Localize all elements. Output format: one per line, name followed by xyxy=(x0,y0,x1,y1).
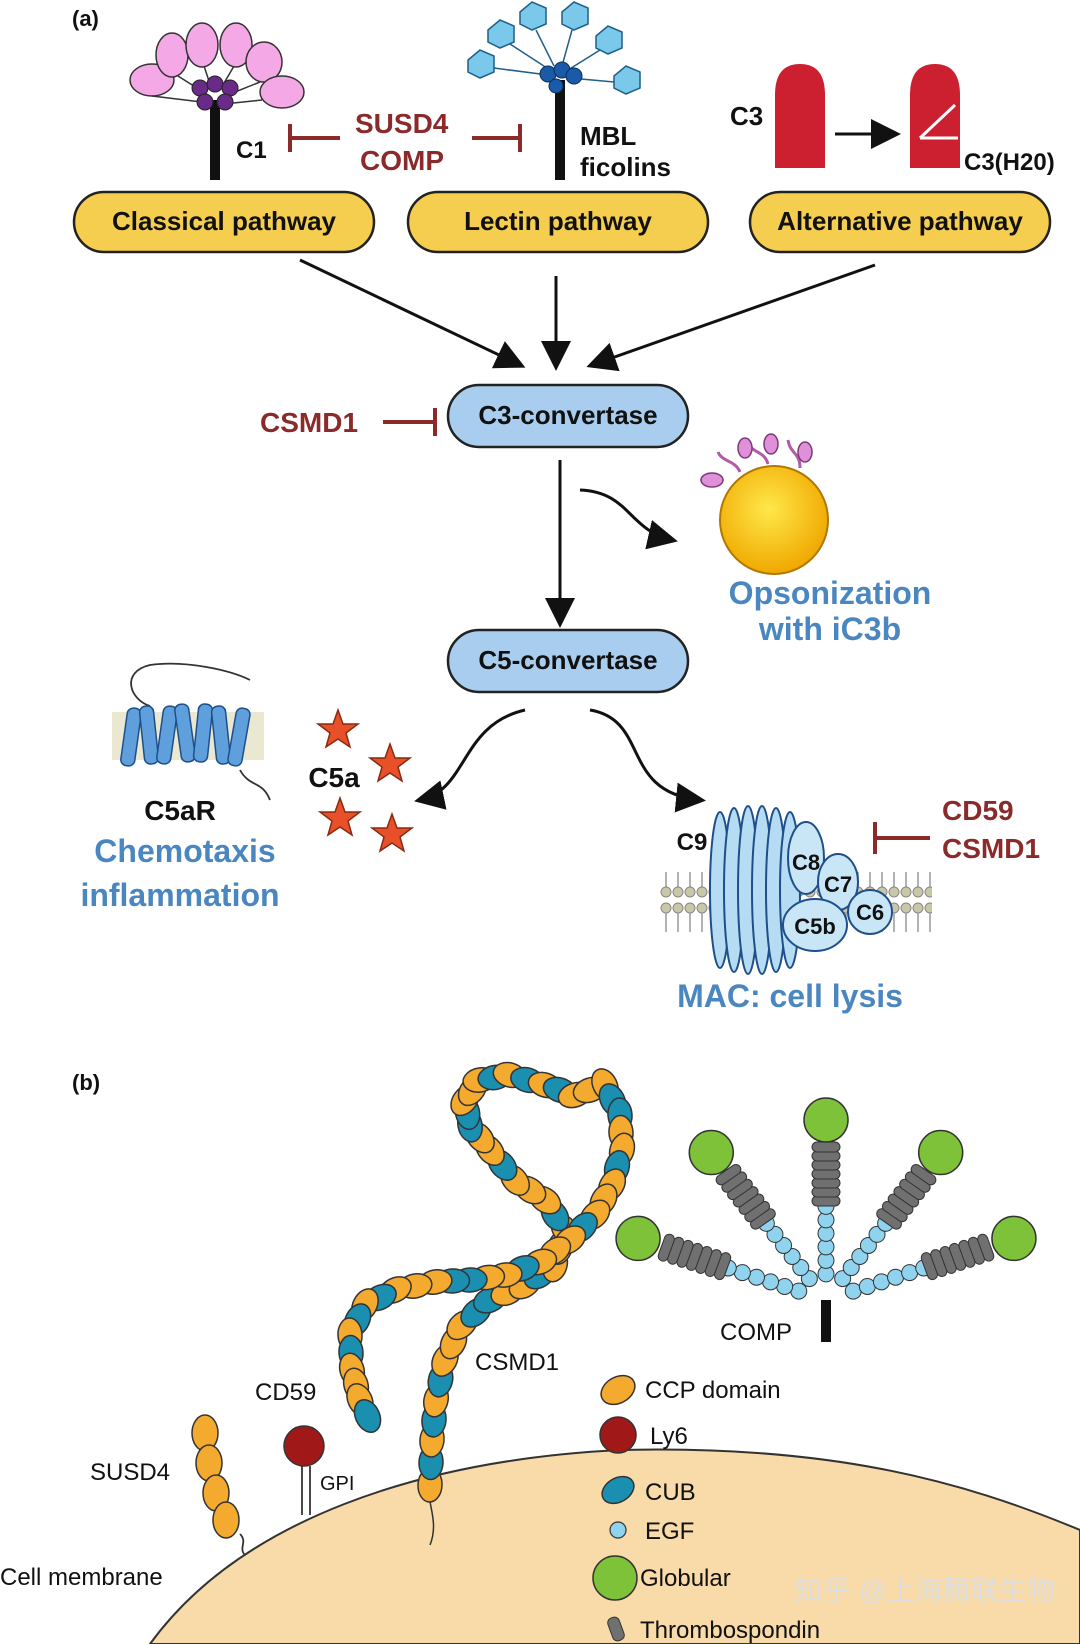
legend-globular-label: Globular xyxy=(640,1565,731,1592)
legend-ccp-swatch xyxy=(600,1374,636,1406)
pathway-converge-arrows xyxy=(299,258,876,372)
egf-domain-bead xyxy=(872,1273,890,1291)
mac-cell-lysis-label: MAC: cell lysis xyxy=(677,978,903,1014)
star-icon xyxy=(317,795,363,837)
panel-b-label: (b) xyxy=(72,1070,100,1095)
opsonization-label-line2: with iC3b xyxy=(758,611,901,647)
c5-convertase-label: C5-convertase xyxy=(478,645,657,675)
globular-domain xyxy=(615,1215,661,1262)
c8-label: C8 xyxy=(792,850,820,875)
classical-pathway-label: Classical pathway xyxy=(112,206,337,236)
c5a-arrow xyxy=(414,708,526,810)
mac-inhibition-bar xyxy=(873,822,930,854)
legend-ly6-label: Ly6 xyxy=(650,1423,688,1450)
cd59-inhibitor-label: CD59 xyxy=(942,795,1014,826)
susd4-inhibitor-label: SUSD4 xyxy=(355,108,449,139)
panel-a-label: (a) xyxy=(72,6,99,31)
csmd1-inhibitor-label: CSMD1 xyxy=(260,407,358,438)
opsonization-label-line1: Opsonization xyxy=(729,575,932,611)
thrombospondin-repeat xyxy=(910,1164,937,1186)
lectin-pathway-pill xyxy=(406,190,710,254)
mac-complex-icon xyxy=(709,805,893,975)
legend-globular-swatch xyxy=(592,1555,638,1601)
susd4-molecule-icon xyxy=(191,1414,246,1556)
comp-inhibitor-label: COMP xyxy=(360,145,444,176)
star-icon xyxy=(315,707,361,749)
opsonization-arrow xyxy=(579,488,678,550)
c5-convertase-pill xyxy=(446,628,690,694)
csmd1-mac-inhibitor-label: CSMD1 xyxy=(942,833,1040,864)
opsonized-pathogen-icon xyxy=(700,433,829,575)
csmd1-label: CSMD1 xyxy=(475,1349,559,1376)
legend-ly6-swatch xyxy=(599,1416,637,1454)
c1-molecule-icon xyxy=(129,22,305,180)
c7-label: C7 xyxy=(824,872,852,897)
globular-domain xyxy=(803,1097,849,1143)
mbl-label: MBL xyxy=(580,121,636,151)
c5ar-receptor-icon xyxy=(112,662,271,801)
egf-domain-bead xyxy=(858,1277,876,1295)
comp-molecule-icon xyxy=(615,1097,1037,1342)
thrombospondin-repeat xyxy=(715,1164,742,1186)
cell-membrane-label: Cell membrane xyxy=(0,1564,163,1591)
legend-thrombospondin-swatch xyxy=(607,1616,625,1642)
legend-egf-swatch xyxy=(609,1521,627,1539)
chemotaxis-label-line2: inflammation xyxy=(80,877,279,913)
globular-domain xyxy=(991,1215,1037,1262)
watermark: 知乎 @上海酶联生物 xyxy=(795,1575,1055,1606)
chemotaxis-label-line1: Chemotaxis xyxy=(94,833,275,869)
susd4-label: SUSD4 xyxy=(90,1459,170,1486)
c3-convertase-pill xyxy=(446,383,690,449)
c3-molecule-icon xyxy=(775,64,825,168)
egf-domain-bead xyxy=(776,1277,794,1295)
lectin-pathway-label: Lectin pathway xyxy=(464,206,652,236)
thrombospondin-repeat xyxy=(657,1233,675,1262)
c1-label: C1 xyxy=(236,137,267,164)
globular-domain xyxy=(917,1129,964,1176)
c3-convertase-label: C3-convertase xyxy=(478,400,657,430)
c5ar-label: C5aR xyxy=(144,795,216,826)
legend-egf-label: EGF xyxy=(645,1518,694,1545)
thrombospondin-repeat xyxy=(811,1141,841,1153)
egf-domain-bead xyxy=(887,1268,905,1286)
globular-domain xyxy=(688,1129,735,1176)
egf-domain-bead xyxy=(844,1282,862,1300)
egf-domain-bead xyxy=(747,1268,765,1286)
legend-thrombospondin-label: Thrombospondin xyxy=(640,1617,820,1644)
cd59-molecule-icon xyxy=(283,1425,325,1515)
c3h20-label: C3(H20) xyxy=(964,149,1055,176)
legend-cub-label: CUB xyxy=(645,1479,696,1506)
thrombospondin-repeat xyxy=(977,1233,995,1262)
gpi-label: GPI xyxy=(320,1473,354,1495)
c3h20-molecule-icon xyxy=(910,64,960,168)
egf-domain-bead xyxy=(901,1264,919,1282)
csmd1-molecule-icon xyxy=(337,1061,636,1546)
cub-domain-bead xyxy=(353,1399,382,1433)
c5b-label: C5b xyxy=(794,914,836,939)
comp-label: COMP xyxy=(720,1319,792,1346)
mac-arrow xyxy=(589,708,706,813)
c9-label: C9 xyxy=(677,829,708,856)
star-icon xyxy=(367,741,413,783)
c3-label: C3 xyxy=(730,101,763,131)
cd59-label: CD59 xyxy=(255,1379,316,1406)
egf-domain-bead xyxy=(733,1264,751,1282)
c5a-label: C5a xyxy=(308,762,360,793)
legend-cub-swatch xyxy=(601,1475,635,1505)
alternative-pathway-pill xyxy=(748,190,1052,254)
c6-label: C6 xyxy=(856,900,884,925)
alternative-pathway-label: Alternative pathway xyxy=(777,206,1023,236)
csmd1-inhibition-bar xyxy=(383,408,437,436)
egf-domain-bead xyxy=(762,1273,780,1291)
classical-pathway-pill xyxy=(72,190,376,254)
c5a-star-icons xyxy=(315,707,415,853)
mbl-molecule-icon xyxy=(467,1,641,180)
star-icon xyxy=(369,811,415,853)
legend: CCP domain Ly6 CUB EGF Globular Thrombos… xyxy=(592,1374,820,1644)
inhibition-bar-top xyxy=(288,124,522,152)
legend-ccp-label: CCP domain xyxy=(645,1377,781,1404)
ficolins-label: ficolins xyxy=(580,152,671,182)
